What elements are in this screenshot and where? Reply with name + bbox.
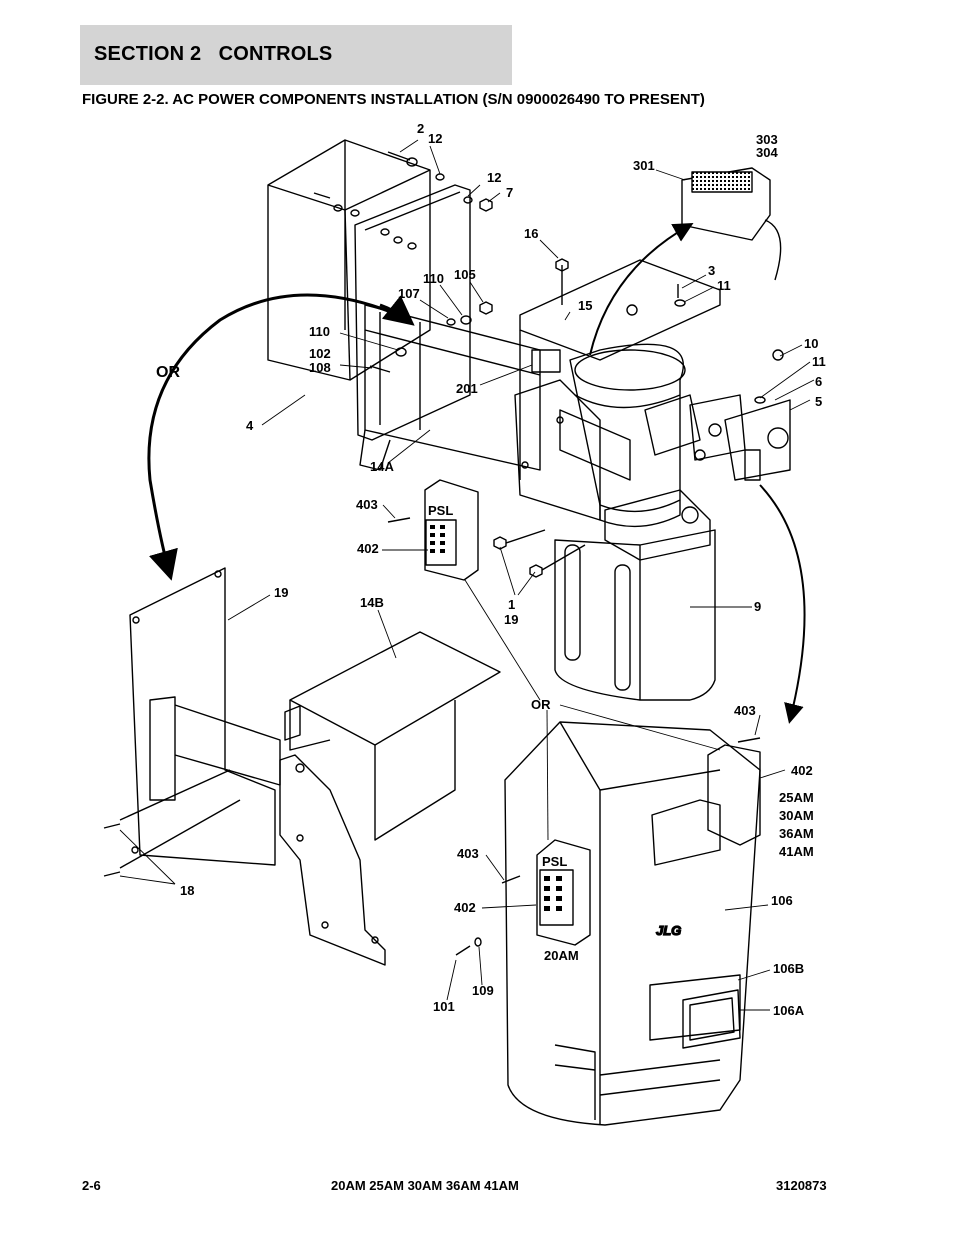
callout-7: 7 [506, 185, 513, 200]
callout-107: 107 [398, 286, 420, 301]
plate-bolts-18 [103, 769, 241, 877]
hardware-upper [313, 151, 493, 250]
page-number: 2-6 [82, 1178, 101, 1193]
keypad-upper [424, 479, 479, 581]
callout-106: 106 [771, 893, 793, 908]
callout-12: 12 [487, 170, 501, 185]
callout-11: 11 [717, 278, 731, 293]
callout-402: 402 [454, 900, 476, 915]
figure-title: FIGURE 2-2. AC POWER COMPONENTS INSTALLA… [82, 91, 705, 108]
callout-19: 19 [274, 585, 288, 600]
keypad-logo-text: PSL [428, 503, 453, 518]
callout-102: 102 [309, 346, 331, 361]
or-label: OR [156, 364, 180, 381]
power-inlet-106a [682, 989, 741, 1049]
callout-1: 1 [508, 597, 515, 612]
callout-101: 101 [433, 999, 455, 1014]
callout-19: 19 [504, 612, 518, 627]
callout-14b: 14B [360, 595, 384, 610]
section-header-band: SECTION 2 CONTROLS [80, 25, 512, 85]
callout-110: 110 [309, 324, 330, 339]
callout-12: 12 [428, 131, 442, 146]
keypad-keys-20am [544, 876, 562, 911]
callout-110: 110 [423, 271, 444, 286]
callout-402: 402 [357, 541, 379, 556]
model-label-30am: 30AM [779, 808, 814, 823]
callout-9: 9 [754, 599, 761, 614]
assembly-arrows [147, 223, 806, 724]
hardware-mid [369, 301, 493, 373]
callout-403: 403 [356, 497, 378, 512]
document-number: 3120873 [776, 1178, 827, 1193]
footer-models: 20AM 25AM 30AM 36AM 41AM [331, 1178, 519, 1193]
or-label: OR [531, 697, 551, 712]
mounting-bracket-14a [359, 304, 541, 471]
keypad-keys-upper [430, 525, 445, 553]
callout-403: 403 [457, 846, 479, 861]
bracket-14b [279, 631, 501, 966]
callout-109: 109 [472, 983, 494, 998]
model-label-36am: 36AM [779, 826, 814, 841]
callout-3: 3 [708, 263, 715, 278]
callout-14a: 14A [370, 459, 394, 474]
jlg-logo: JLG [656, 923, 681, 938]
enclosure-box [267, 139, 431, 381]
callout-6: 6 [815, 374, 822, 389]
model-label-41am: 41AM [779, 844, 814, 859]
callout-304: 304 [756, 145, 778, 160]
callout-403: 403 [734, 703, 756, 718]
hardware-lower [455, 737, 761, 956]
keypad-cabinet-side [707, 744, 761, 846]
callout-402: 402 [791, 763, 813, 778]
model-label-25am: 25AM [779, 790, 814, 805]
filter-block-301 [681, 167, 782, 281]
callout-106b: 106B [773, 961, 804, 976]
callout-301: 301 [633, 158, 655, 173]
callout-2: 2 [417, 121, 424, 136]
keypad-20am [536, 839, 591, 946]
callout-303: 303 [756, 132, 778, 147]
callout-5: 5 [815, 394, 822, 409]
callout-15: 15 [578, 298, 592, 313]
callout-18: 18 [180, 883, 194, 898]
callout-105: 105 [454, 267, 476, 282]
callout-4: 4 [246, 418, 254, 433]
switch-panel [724, 349, 791, 481]
cabinet-base-106 [504, 721, 761, 1126]
model-label-20am: 20AM [544, 948, 579, 963]
hydraulic-reservoir [554, 529, 716, 701]
callout-11: 11 [812, 354, 826, 369]
section-title: SECTION 2 CONTROLS [94, 43, 333, 65]
callout-201: 201 [456, 381, 478, 396]
callout-labels: 2 12 12 7 303 304 301 16 3 11 15 110 105… [156, 121, 826, 1018]
callout-108: 108 [309, 360, 331, 375]
callout-10: 10 [804, 336, 818, 351]
keypad-logo-text: PSL [542, 854, 567, 869]
power-unit-assembly [514, 258, 746, 561]
callout-106a: 106A [773, 1003, 805, 1018]
callout-16: 16 [524, 226, 538, 241]
reservoir-bolts [493, 529, 586, 578]
leader-lines [119, 139, 815, 1011]
enclosure-cover-plate [354, 184, 471, 441]
